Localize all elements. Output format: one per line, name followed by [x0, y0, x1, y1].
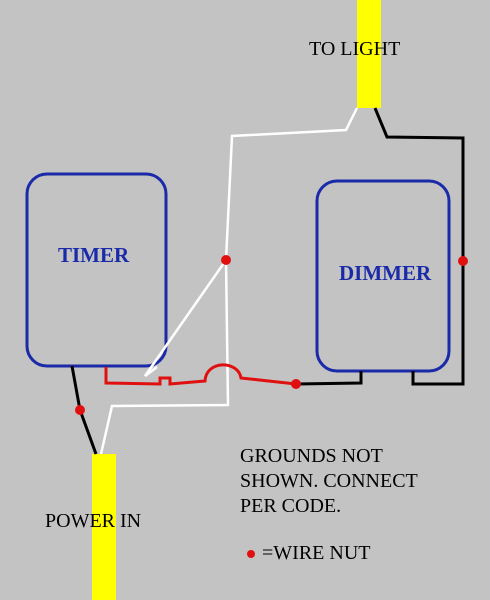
wire-nut-legend: =WIRE NUT [247, 542, 370, 565]
power-in-label: POWER IN [45, 510, 142, 532]
wire-nut-dimmer-light [458, 256, 468, 266]
dimmer-label: DIMMER [339, 261, 432, 285]
grounds-note-line-1: GROUNDS NOT [240, 445, 383, 467]
to-light-label: TO LIGHT [309, 38, 401, 60]
wire-nut-neutral-splice [221, 255, 231, 265]
wire-nut-power-hot [75, 405, 85, 415]
dimmer-device [315, 179, 451, 373]
wire-nut-legend-label: =WIRE NUT [262, 542, 371, 564]
grounds-note-line-2: SHOWN. CONNECT [240, 470, 418, 492]
neutral-wire-power-to-splice [99, 107, 359, 455]
wire-nut-legend-icon [247, 549, 255, 558]
grounds-note: GROUNDS NOT SHOWN. CONNECT PER CODE. [240, 444, 418, 519]
hot-wire-dimmer-to-nut [295, 371, 363, 386]
cable-power-in [92, 454, 116, 600]
switched-wire-timer-to-dimmer [104, 363, 297, 386]
timer-label: TIMER [58, 243, 130, 267]
grounds-note-line-3: PER CODE. [240, 495, 342, 517]
wire-nut-red-black [291, 379, 301, 389]
cable-to-light [357, 0, 381, 108]
timer-device [25, 172, 168, 368]
neutral-wire-timer [143, 259, 228, 377]
